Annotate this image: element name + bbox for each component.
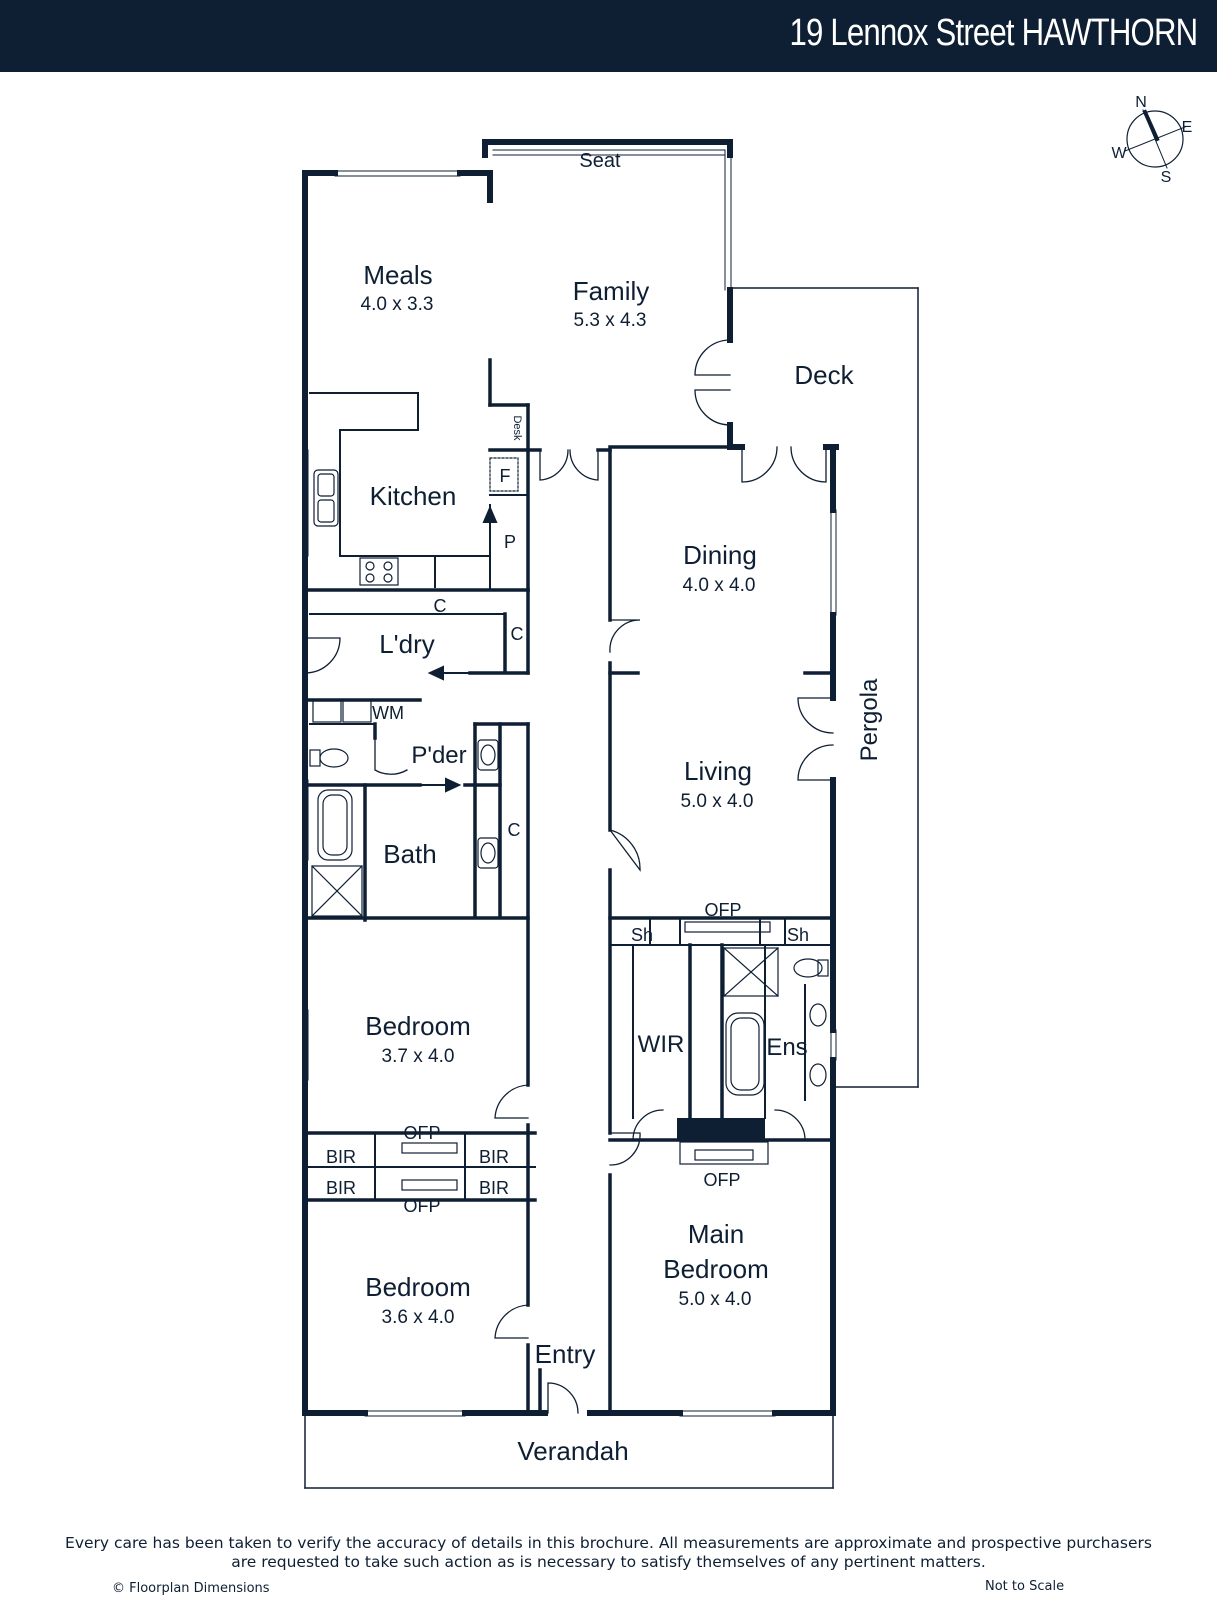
disclaimer-line2: are requested to take such action as is … xyxy=(231,1553,986,1571)
label-bath-cupboard: C xyxy=(508,820,521,840)
label-dining: Dining xyxy=(683,540,757,570)
exterior-walls xyxy=(302,139,839,1416)
label-bath: Bath xyxy=(383,839,437,869)
label-living: Living xyxy=(684,756,752,786)
label-laundry-cupboard: C xyxy=(434,596,447,616)
label-bedroom2: Bedroom xyxy=(365,1272,471,1302)
dims-bedroom2: 3.6 x 4.0 xyxy=(382,1307,455,1328)
label-ofp-bed1: OFP xyxy=(403,1123,440,1143)
label-ofp-bed2: OFP xyxy=(403,1196,440,1216)
compass-s: S xyxy=(1161,169,1172,186)
label-family: Family xyxy=(573,276,650,306)
scale-note: Not to Scale xyxy=(985,1579,1065,1594)
label-powder: P'der xyxy=(411,742,466,769)
dims-dining: 4.0 x 4.0 xyxy=(683,575,756,596)
label-pantry: P xyxy=(504,532,516,552)
label-ofp-main: OFP xyxy=(703,1170,740,1190)
fixtures xyxy=(309,457,829,1191)
disclaimer: Every care has been taken to verify the … xyxy=(0,1534,1217,1572)
label-desk: Desk xyxy=(511,415,523,441)
windows xyxy=(302,149,837,1417)
deck-outline xyxy=(729,287,919,1088)
label-seat: Seat xyxy=(579,150,621,172)
label-laundry: L'dry xyxy=(379,629,435,659)
dims-bedroom1: 3.7 x 4.0 xyxy=(382,1046,455,1067)
compass-e: E xyxy=(1182,119,1193,136)
disclaimer-line1: Every care has been taken to verify the … xyxy=(65,1534,1152,1552)
label-meals: Meals xyxy=(363,260,432,290)
label-ensuite: Ens xyxy=(766,1034,807,1061)
label-shelf-right: Sh xyxy=(787,925,809,945)
copyright: © Floorplan Dimensions xyxy=(112,1581,270,1596)
property-address: 19 Lennox Street HAWTHORN xyxy=(789,12,1198,54)
label-wir: WIR xyxy=(638,1031,685,1058)
header-bar: 19 Lennox Street HAWTHORN xyxy=(0,0,1217,72)
direction-arrows xyxy=(419,505,498,793)
label-washing-machine: WM xyxy=(372,703,404,723)
label-shelf-left: Sh xyxy=(631,925,653,945)
label-bir-2: BIR xyxy=(479,1147,509,1167)
label-laundry-cupboard-side: C xyxy=(511,624,524,644)
verandah-outline xyxy=(304,1415,834,1489)
label-entry: Entry xyxy=(535,1339,596,1369)
dims-meals: 4.0 x 3.3 xyxy=(361,294,434,315)
label-fridge: F xyxy=(500,466,511,486)
label-ofp-living: OFP xyxy=(704,900,741,920)
label-bir-3: BIR xyxy=(326,1178,356,1198)
label-pergola: Pergola xyxy=(856,678,883,761)
compass-n: N xyxy=(1135,94,1147,111)
label-deck: Deck xyxy=(794,360,854,390)
label-bedroom1: Bedroom xyxy=(365,1011,471,1041)
dims-family: 5.3 x 4.3 xyxy=(574,310,647,331)
compass-w: W xyxy=(1111,145,1127,162)
wir-shelf xyxy=(677,1118,765,1140)
dims-main-bedroom: 5.0 x 4.0 xyxy=(679,1289,752,1310)
compass-icon xyxy=(1124,109,1186,169)
dims-living: 5.0 x 4.0 xyxy=(681,791,754,812)
doors xyxy=(304,339,834,1414)
label-verandah: Verandah xyxy=(517,1436,628,1466)
label-bir-4: BIR xyxy=(479,1178,509,1198)
label-main-bedroom-line2: Bedroom xyxy=(663,1254,769,1284)
label-bir-1: BIR xyxy=(326,1147,356,1167)
label-main-bedroom-line1: Main xyxy=(688,1219,744,1249)
label-kitchen: Kitchen xyxy=(370,481,457,511)
